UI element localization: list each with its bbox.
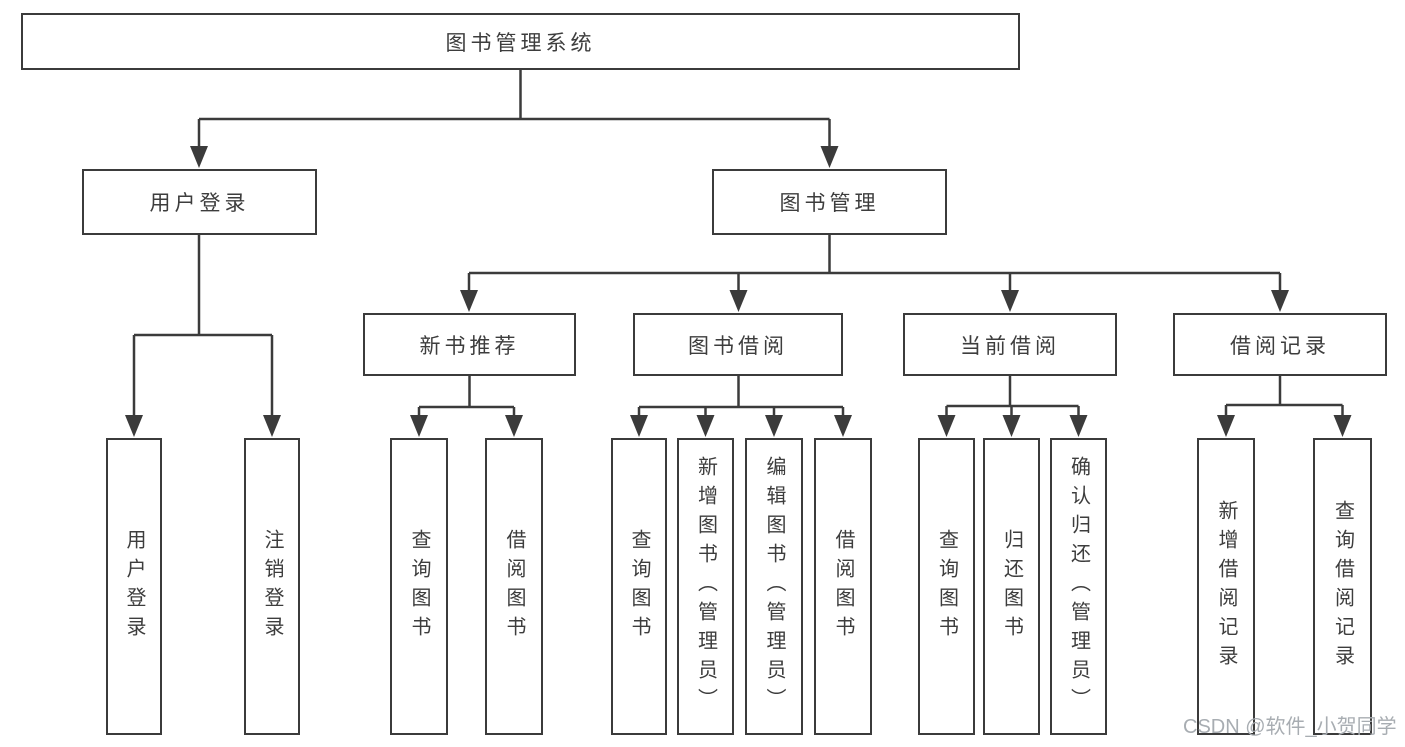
node-borrow-records: 借阅记录: [1173, 313, 1387, 376]
node-new-book-recommend: 新书推荐: [363, 313, 576, 376]
leaf-user-login: 用户登录: [106, 438, 162, 735]
leaf-return-books-label: 归还图书: [1000, 528, 1023, 645]
leaf-add-borrow-record: 新增借阅记录: [1197, 438, 1255, 735]
leaf-add-borrow-record-label: 新增借阅记录: [1215, 499, 1237, 674]
leaf-query-borrow-record: 查询借阅记录: [1313, 438, 1372, 735]
node-library-system-label: 图书管理系统: [445, 31, 596, 55]
node-user-login-label: 用户登录: [149, 192, 250, 215]
leaf-borrow-books-recommend-label: 借阅图书: [503, 528, 525, 645]
leaf-add-books-admin-label: 新增图书（管理员）: [694, 456, 717, 717]
node-new-book-recommend-label: 新书推荐: [419, 334, 520, 358]
leaf-confirm-return-admin: 确认归还（管理员）: [1050, 438, 1107, 735]
leaf-edit-books-admin-label: 编辑图书（管理员）: [763, 456, 785, 717]
leaf-query-books-recommend: 查询图书: [390, 438, 448, 735]
node-user-login: 用户登录: [82, 169, 317, 235]
leaf-borrow-books-recommend: 借阅图书: [485, 438, 543, 735]
csdn-watermark: CSDN @软件_小贺同学: [1183, 716, 1397, 738]
node-book-management: 图书管理: [712, 169, 947, 235]
leaf-logout-label: 注销登录: [261, 528, 283, 645]
leaf-borrow-books-label: 借阅图书: [832, 528, 854, 645]
leaf-query-books-current-label: 查询图书: [935, 528, 958, 645]
leaf-query-books-recommend-label: 查询图书: [408, 528, 430, 645]
leaf-user-login-label: 用户登录: [123, 528, 145, 645]
node-current-borrow-label: 当前借阅: [960, 334, 1060, 358]
leaf-confirm-return-admin-label: 确认归还（管理员）: [1067, 456, 1090, 717]
leaf-query-borrow-record-label: 查询借阅记录: [1331, 499, 1354, 674]
leaf-query-books-borrow-label: 查询图书: [628, 528, 650, 645]
leaf-query-books-current: 查询图书: [918, 438, 975, 735]
leaf-edit-books-admin: 编辑图书（管理员）: [745, 438, 803, 735]
leaf-borrow-books: 借阅图书: [814, 438, 872, 735]
node-library-system: 图书管理系统: [21, 13, 1020, 70]
leaf-logout: 注销登录: [244, 438, 300, 735]
node-book-management-label: 图书管理: [779, 192, 880, 215]
node-borrow-records-label: 借阅记录: [1230, 334, 1330, 358]
arrowheads: [125, 146, 1352, 437]
node-book-borrow: 图书借阅: [633, 313, 843, 376]
leaf-return-books: 归还图书: [983, 438, 1040, 735]
leaf-query-books-borrow: 查询图书: [611, 438, 667, 735]
node-book-borrow-label: 图书借阅: [688, 334, 788, 358]
node-current-borrow: 当前借阅: [903, 313, 1117, 376]
leaf-add-books-admin: 新增图书（管理员）: [677, 438, 734, 735]
